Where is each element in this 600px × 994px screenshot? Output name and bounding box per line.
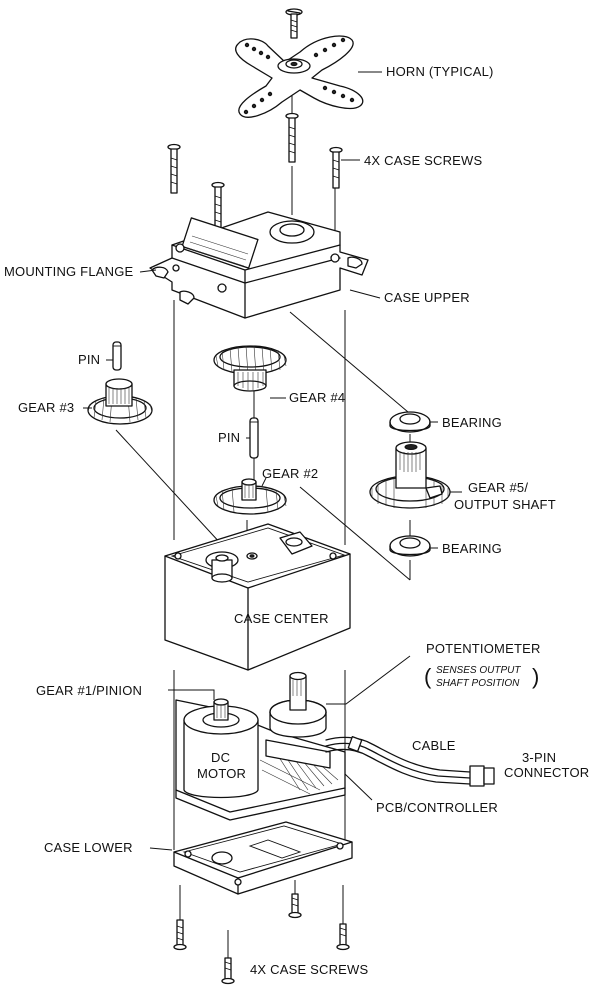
dc-motor-part — [183, 698, 259, 799]
case-screw-b1 — [173, 919, 187, 951]
label-pin-mid: PIN — [218, 430, 240, 445]
gear4-part — [213, 345, 287, 392]
label-gear4: GEAR #4 — [289, 390, 345, 405]
label-case-upper: CASE UPPER — [384, 290, 470, 305]
label-dc-motor-line1: DC — [211, 750, 230, 765]
labels: HORN (TYPICAL) 4X CASE SCREWS MOUNTING F… — [4, 64, 589, 977]
label-gear5-line2: OUTPUT SHAFT — [454, 497, 556, 512]
leader-lines — [83, 71, 462, 851]
case-screw-b4 — [336, 923, 350, 951]
label-case-screws-bottom: 4X CASE SCREWS — [250, 962, 369, 977]
label-bearing-bottom: BEARING — [442, 541, 502, 556]
case-screws-bottom — [173, 893, 350, 985]
label-pcb: PCB/CONTROLLER — [376, 800, 498, 815]
case-screw-2 — [285, 112, 299, 163]
case-screw-1 — [167, 143, 181, 194]
label-gear3: GEAR #3 — [18, 400, 74, 415]
case-lower-part — [173, 821, 353, 895]
label-case-lower: CASE LOWER — [44, 840, 133, 855]
pot-note-paren-close: ) — [532, 664, 540, 689]
case-upper-part — [149, 211, 369, 319]
label-pot-note-line1: SENSES OUTPUT — [436, 665, 521, 676]
label-bearing-top: BEARING — [442, 415, 502, 430]
pin-top-part — [112, 341, 122, 371]
label-gear2: GEAR #2 — [262, 466, 318, 481]
gear5-part — [369, 441, 451, 509]
label-case-center: CASE CENTER — [234, 611, 329, 626]
label-potentiometer: POTENTIOMETER — [426, 641, 541, 656]
case-screw-4 — [329, 146, 343, 189]
label-connector-line2: CONNECTOR — [504, 765, 589, 780]
case-screw-b2 — [221, 957, 235, 985]
horn-screw — [285, 8, 303, 39]
label-gear5-line1: GEAR #5/ — [468, 480, 528, 495]
case-screw-3 — [211, 181, 225, 230]
gear3-part — [87, 378, 153, 425]
label-horn: HORN (TYPICAL) — [386, 64, 494, 79]
label-pin-top: PIN — [78, 352, 100, 367]
label-connector-line1: 3-PIN — [522, 750, 556, 765]
case-screw-b3 — [288, 893, 302, 919]
gear2-part — [213, 478, 287, 515]
bearing-top-part — [389, 411, 431, 433]
label-dc-motor-line2: MOTOR — [197, 766, 246, 781]
label-pot-note-line2: SHAFT POSITION — [436, 678, 520, 689]
label-case-screws-top: 4X CASE SCREWS — [364, 153, 483, 168]
horn-part — [235, 35, 364, 118]
bearing-bottom-part — [389, 535, 431, 557]
label-cable: CABLE — [412, 738, 456, 753]
motor-pcb-assembly — [175, 671, 495, 821]
case-center-part — [164, 523, 351, 671]
case-screws-top — [167, 112, 343, 230]
label-gear1: GEAR #1/PINION — [36, 683, 142, 698]
pin-mid-part — [249, 417, 259, 459]
potentiometer-part — [269, 671, 327, 738]
label-mounting-flange: MOUNTING FLANGE — [4, 264, 134, 279]
pot-note-paren-open: ( — [424, 664, 432, 689]
